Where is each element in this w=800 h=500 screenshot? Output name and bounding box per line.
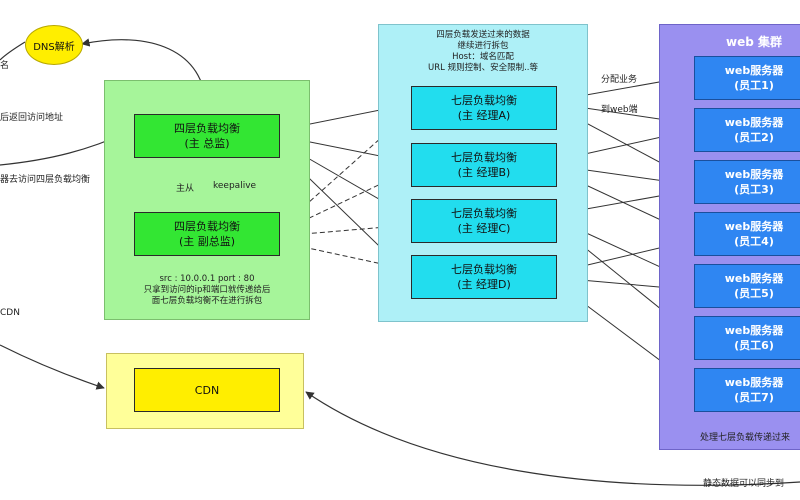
dns-label: DNS解析	[33, 41, 75, 53]
ha-label-left: 主从	[176, 184, 195, 194]
l4-caption-line-2: 只拿到访问的ip和端口就传递给后	[143, 285, 271, 295]
web-server-4: web服务器 (员工4)	[694, 212, 800, 256]
left-text-1: 名	[0, 61, 10, 71]
dns-to-user-arrow	[0, 41, 26, 61]
web-server-6: web服务器 (员工6)	[694, 316, 800, 360]
left-text-3: 器去访问四层负载均衡	[0, 175, 91, 185]
to-web-label: 到web端	[601, 105, 638, 115]
l7-c-title: 七层负载均衡	[451, 207, 517, 220]
left-text-4: CDN	[0, 308, 20, 318]
l7-a-title: 七层负载均衡	[451, 94, 517, 107]
l7-c-role: (主 经理C)	[457, 222, 511, 235]
web-server-1: web服务器 (员工1)	[694, 56, 800, 100]
l7-header-line-1: 四层负载发送过来的数据	[436, 30, 530, 40]
web-group-title: web 集群	[726, 35, 782, 49]
web-7-title: web服务器	[724, 376, 784, 389]
l7-header-line-4: URL 规则控制、安全限制..等	[428, 63, 538, 73]
web-1-role: (员工1)	[734, 79, 774, 92]
web-4-role: (员工4)	[734, 235, 774, 248]
web-6-role: (员工6)	[734, 339, 774, 352]
l7-d-title: 七层负载均衡	[451, 263, 517, 276]
web-5-role: (员工5)	[734, 287, 774, 300]
l7-node-c: 七层负载均衡 (主 经理C)	[411, 199, 557, 243]
l7-node-a: 七层负载均衡 (主 经理A)	[411, 86, 557, 130]
l4-backup-title: 四层负载均衡	[174, 220, 240, 233]
l4-backup-node: 四层负载均衡 (主 副总监)	[134, 212, 280, 256]
l7-node-d: 七层负载均衡 (主 经理D)	[411, 255, 557, 299]
left-text-2: 后返回访问地址	[0, 113, 64, 123]
l7-header-line-3: Host：域名匹配	[452, 52, 514, 62]
web-server-7: web服务器 (员工7)	[694, 368, 800, 412]
l4-primary-node: 四层负载均衡 (主 总监)	[134, 114, 280, 158]
l7-a-role: (主 经理A)	[457, 109, 511, 122]
l7-b-role: (主 经理B)	[457, 166, 511, 179]
web-3-role: (员工3)	[734, 183, 774, 196]
web-server-2: web服务器 (员工2)	[694, 108, 800, 152]
web-2-role: (员工2)	[734, 131, 774, 144]
dispatch-label: 分配业务	[601, 75, 638, 85]
web-6-title: web服务器	[724, 324, 784, 337]
l4b-to-l7d	[279, 241, 411, 273]
l4-caption-line-3: 面七层负载均衡不在进行拆包	[151, 296, 263, 306]
dns-node: DNS解析	[25, 25, 83, 65]
web-server-5: web服务器 (员工5)	[694, 264, 800, 308]
web-3-title: web服务器	[724, 168, 784, 181]
l7-node-b: 七层负载均衡 (主 经理B)	[411, 143, 557, 187]
cdn-node: CDN	[134, 368, 280, 412]
l7-b-title: 七层负载均衡	[451, 151, 517, 164]
user-to-cdn-arrow	[0, 344, 105, 390]
l4-primary-title: 四层负载均衡	[174, 122, 240, 135]
web-to-cdn-arrow	[305, 391, 800, 486]
l4-caption: src : 10.0.0.1 port : 80 只拿到访问的ip和端口就传递给…	[110, 274, 304, 307]
web-4-title: web服务器	[724, 220, 784, 233]
l4-caption-line-1: src : 10.0.0.1 port : 80	[159, 274, 255, 284]
web-7-role: (员工7)	[734, 391, 774, 404]
l4-primary-role: (主 总监)	[184, 137, 230, 150]
web-5-title: web服务器	[724, 272, 784, 285]
cdn-label: CDN	[194, 383, 220, 397]
l7-header-line-2: 继续进行拆包	[457, 41, 509, 51]
l4-backup-role: (主 副总监)	[178, 235, 236, 248]
web-server-3: web服务器 (员工3)	[694, 160, 800, 204]
l7-header: 四层负载发送过来的数据 继续进行拆包 Host：域名匹配 URL 规则控制、安全…	[388, 30, 578, 74]
l7-d-role: (主 经理D)	[457, 278, 511, 291]
ha-label-right: keepalive	[213, 181, 257, 191]
bottom-note: 静态数据可以同步到	[703, 479, 785, 489]
web-group-footer: 处理七层负载传递过来	[700, 433, 791, 443]
web-2-title: web服务器	[724, 116, 784, 129]
web-1-title: web服务器	[724, 64, 784, 77]
